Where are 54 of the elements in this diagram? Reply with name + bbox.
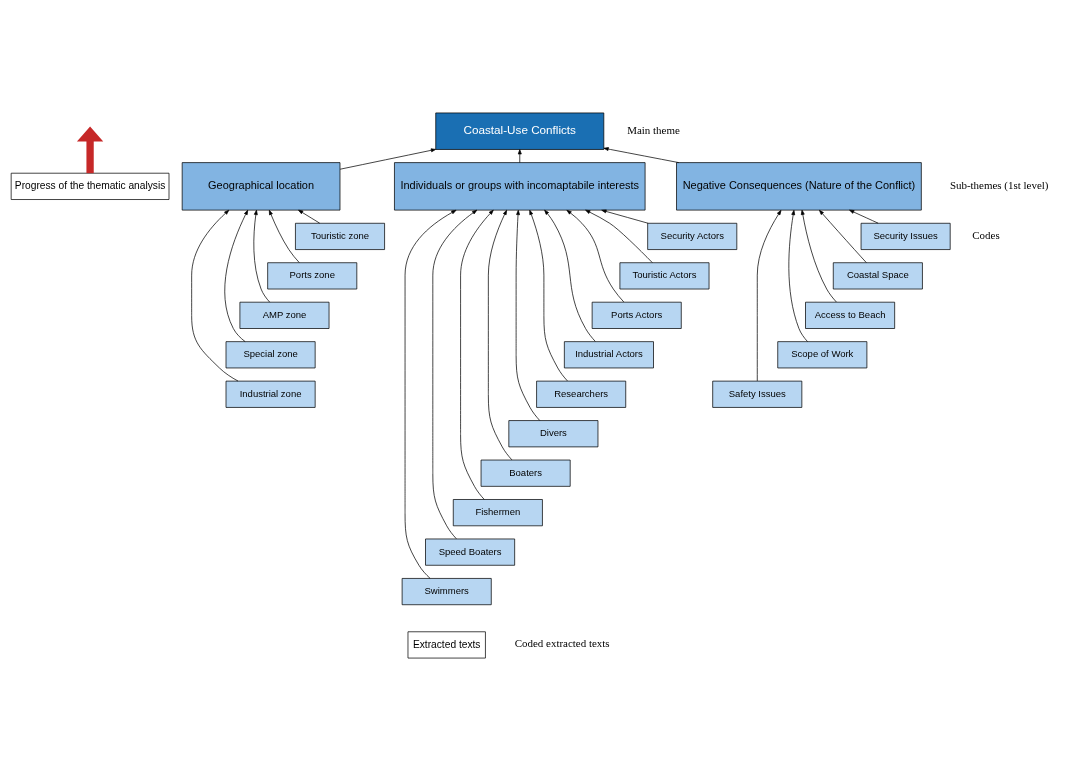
node-box: AMP zone	[239, 301, 330, 329]
arrow	[432, 209, 478, 540]
arrow	[191, 209, 239, 382]
node-box: Fishermen	[452, 499, 543, 527]
node-box: Extracted texts	[407, 631, 486, 659]
arrow	[339, 148, 436, 170]
node-box: Industrial Actors	[564, 341, 654, 369]
arrow	[529, 209, 568, 382]
arrow	[849, 209, 879, 224]
arrow	[460, 209, 494, 500]
node-box: Security Issues	[860, 222, 951, 250]
node-box: Progress of the thematic analysis	[10, 172, 170, 200]
node-box: Security Actors	[647, 222, 738, 250]
arrow	[603, 147, 680, 163]
arrow	[515, 209, 541, 421]
node-box: Geographical location	[181, 162, 341, 211]
node-box: Individuals or groups with incomaptabile interests	[394, 162, 646, 211]
arrow	[404, 209, 457, 579]
node-box: Divers	[508, 420, 599, 448]
arrow	[756, 210, 782, 382]
label: Codes	[972, 228, 1000, 241]
label: Coded extracted texts	[514, 637, 610, 650]
arrow	[544, 209, 596, 342]
node-box: Touristic zone	[295, 222, 385, 250]
label: Sub-themes (1st level)	[949, 178, 1049, 191]
arrow	[585, 209, 653, 263]
node-box: Ports Actors	[591, 301, 682, 329]
node-box: Industrial zone	[225, 380, 316, 408]
arrow	[566, 209, 625, 303]
node-box: Negative Consequences (Nature of the Conflict)	[676, 162, 922, 211]
arrow	[819, 209, 867, 264]
node-box: Researchers	[536, 380, 627, 408]
arrow	[253, 209, 271, 303]
node-box: Ports zone	[267, 262, 358, 290]
node-box: Scope of Work	[777, 341, 868, 369]
arrow	[517, 149, 522, 163]
node-box: Safety Issues	[712, 380, 803, 408]
arrow	[268, 209, 300, 263]
arrow	[488, 209, 513, 461]
arrow	[601, 209, 649, 224]
node-box: Swimmers	[401, 578, 492, 606]
node-box: Coastal-Use Conflicts	[435, 112, 605, 150]
arrow	[76, 126, 104, 174]
node-box: Touristic Actors	[619, 262, 710, 290]
node-box: Boaters	[480, 459, 571, 487]
node-box: Coastal Space	[832, 262, 923, 290]
label: Main theme	[627, 123, 680, 136]
node-box: Special zone	[225, 341, 316, 369]
arrow	[788, 209, 808, 342]
node-box: Speed Boaters	[425, 538, 516, 566]
arrow	[224, 209, 249, 342]
arrow	[298, 209, 321, 224]
arrow	[800, 209, 837, 303]
node-box: Access to Beach	[805, 301, 896, 329]
